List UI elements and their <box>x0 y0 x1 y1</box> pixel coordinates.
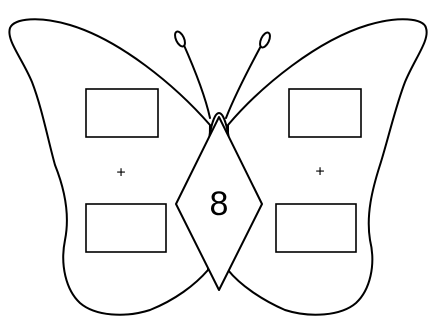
left-antenna-tip <box>173 30 187 48</box>
right-wing <box>228 19 427 314</box>
left-top-box[interactable] <box>86 89 158 137</box>
center-number: 8 <box>210 185 229 223</box>
left-plus-sign: + <box>116 165 125 182</box>
right-plus-sign: + <box>315 164 324 181</box>
left-bottom-box[interactable] <box>86 204 166 252</box>
left-wing <box>9 19 210 314</box>
right-top-box[interactable] <box>289 89 361 137</box>
right-antenna-tip <box>258 31 272 49</box>
right-bottom-box[interactable] <box>276 204 356 252</box>
